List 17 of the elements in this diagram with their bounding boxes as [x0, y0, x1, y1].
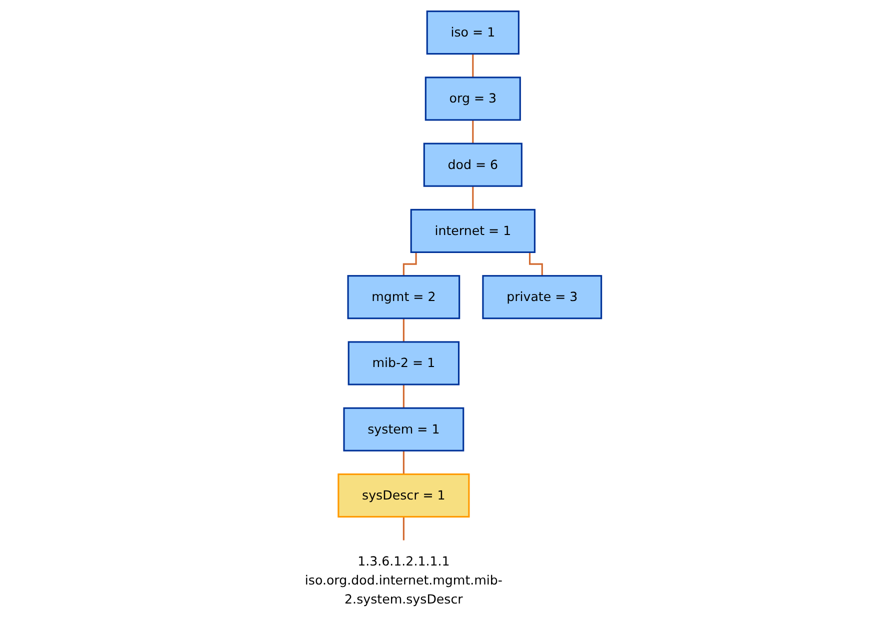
node-box: iso = 1 — [426, 10, 520, 55]
node-box: system = 1 — [342, 407, 464, 452]
node-box: mib-2 = 1 — [348, 341, 460, 386]
node-text: 1.3.6.1.2.1.1.1 iso.org.dod.internet.mgmt.mib-2.system.sysDescr — [304, 554, 502, 607]
node-box: dod = 6 — [423, 142, 522, 187]
node-box: sysDescr = 1 — [337, 473, 470, 518]
connector — [402, 384, 404, 409]
node-box: private = 3 — [482, 275, 602, 320]
connector — [472, 53, 474, 78]
connector — [402, 318, 404, 343]
node-box: internet = 1 — [410, 208, 536, 253]
connector — [402, 516, 404, 542]
connector — [402, 450, 404, 476]
node-box: org = 3 — [424, 76, 521, 121]
connector — [472, 119, 474, 144]
node-box: mgmt = 2 — [346, 275, 460, 320]
connector — [472, 185, 474, 210]
